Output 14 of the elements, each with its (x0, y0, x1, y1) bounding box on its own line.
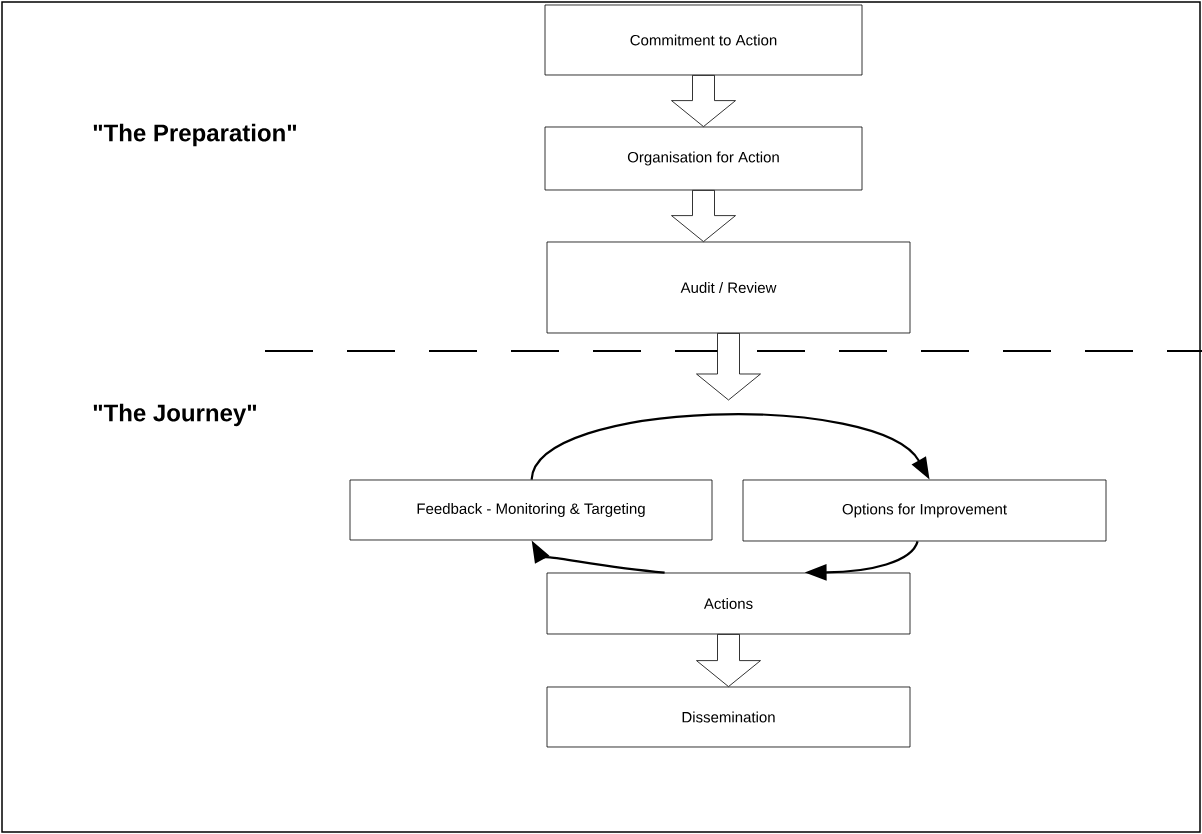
process-box: Options for Improvement (742, 479, 1107, 542)
process-box: Organisation for Action (544, 126, 863, 191)
block-arrow (696, 333, 761, 401)
process-box: Feedback - Monitoring & Targeting (349, 479, 713, 541)
curved-arrow (530, 413, 930, 480)
block-arrow (696, 634, 761, 687)
block-arrow (671, 190, 736, 242)
process-box: Audit / Review (546, 241, 911, 334)
block-arrow (671, 75, 736, 127)
process-box: Commitment to Action (544, 4, 863, 76)
section-heading: "The Preparation" (93, 123, 297, 147)
section-heading: "The Journey" (93, 403, 257, 427)
process-box: Dissemination (546, 686, 911, 748)
process-box: Actions (546, 572, 911, 635)
